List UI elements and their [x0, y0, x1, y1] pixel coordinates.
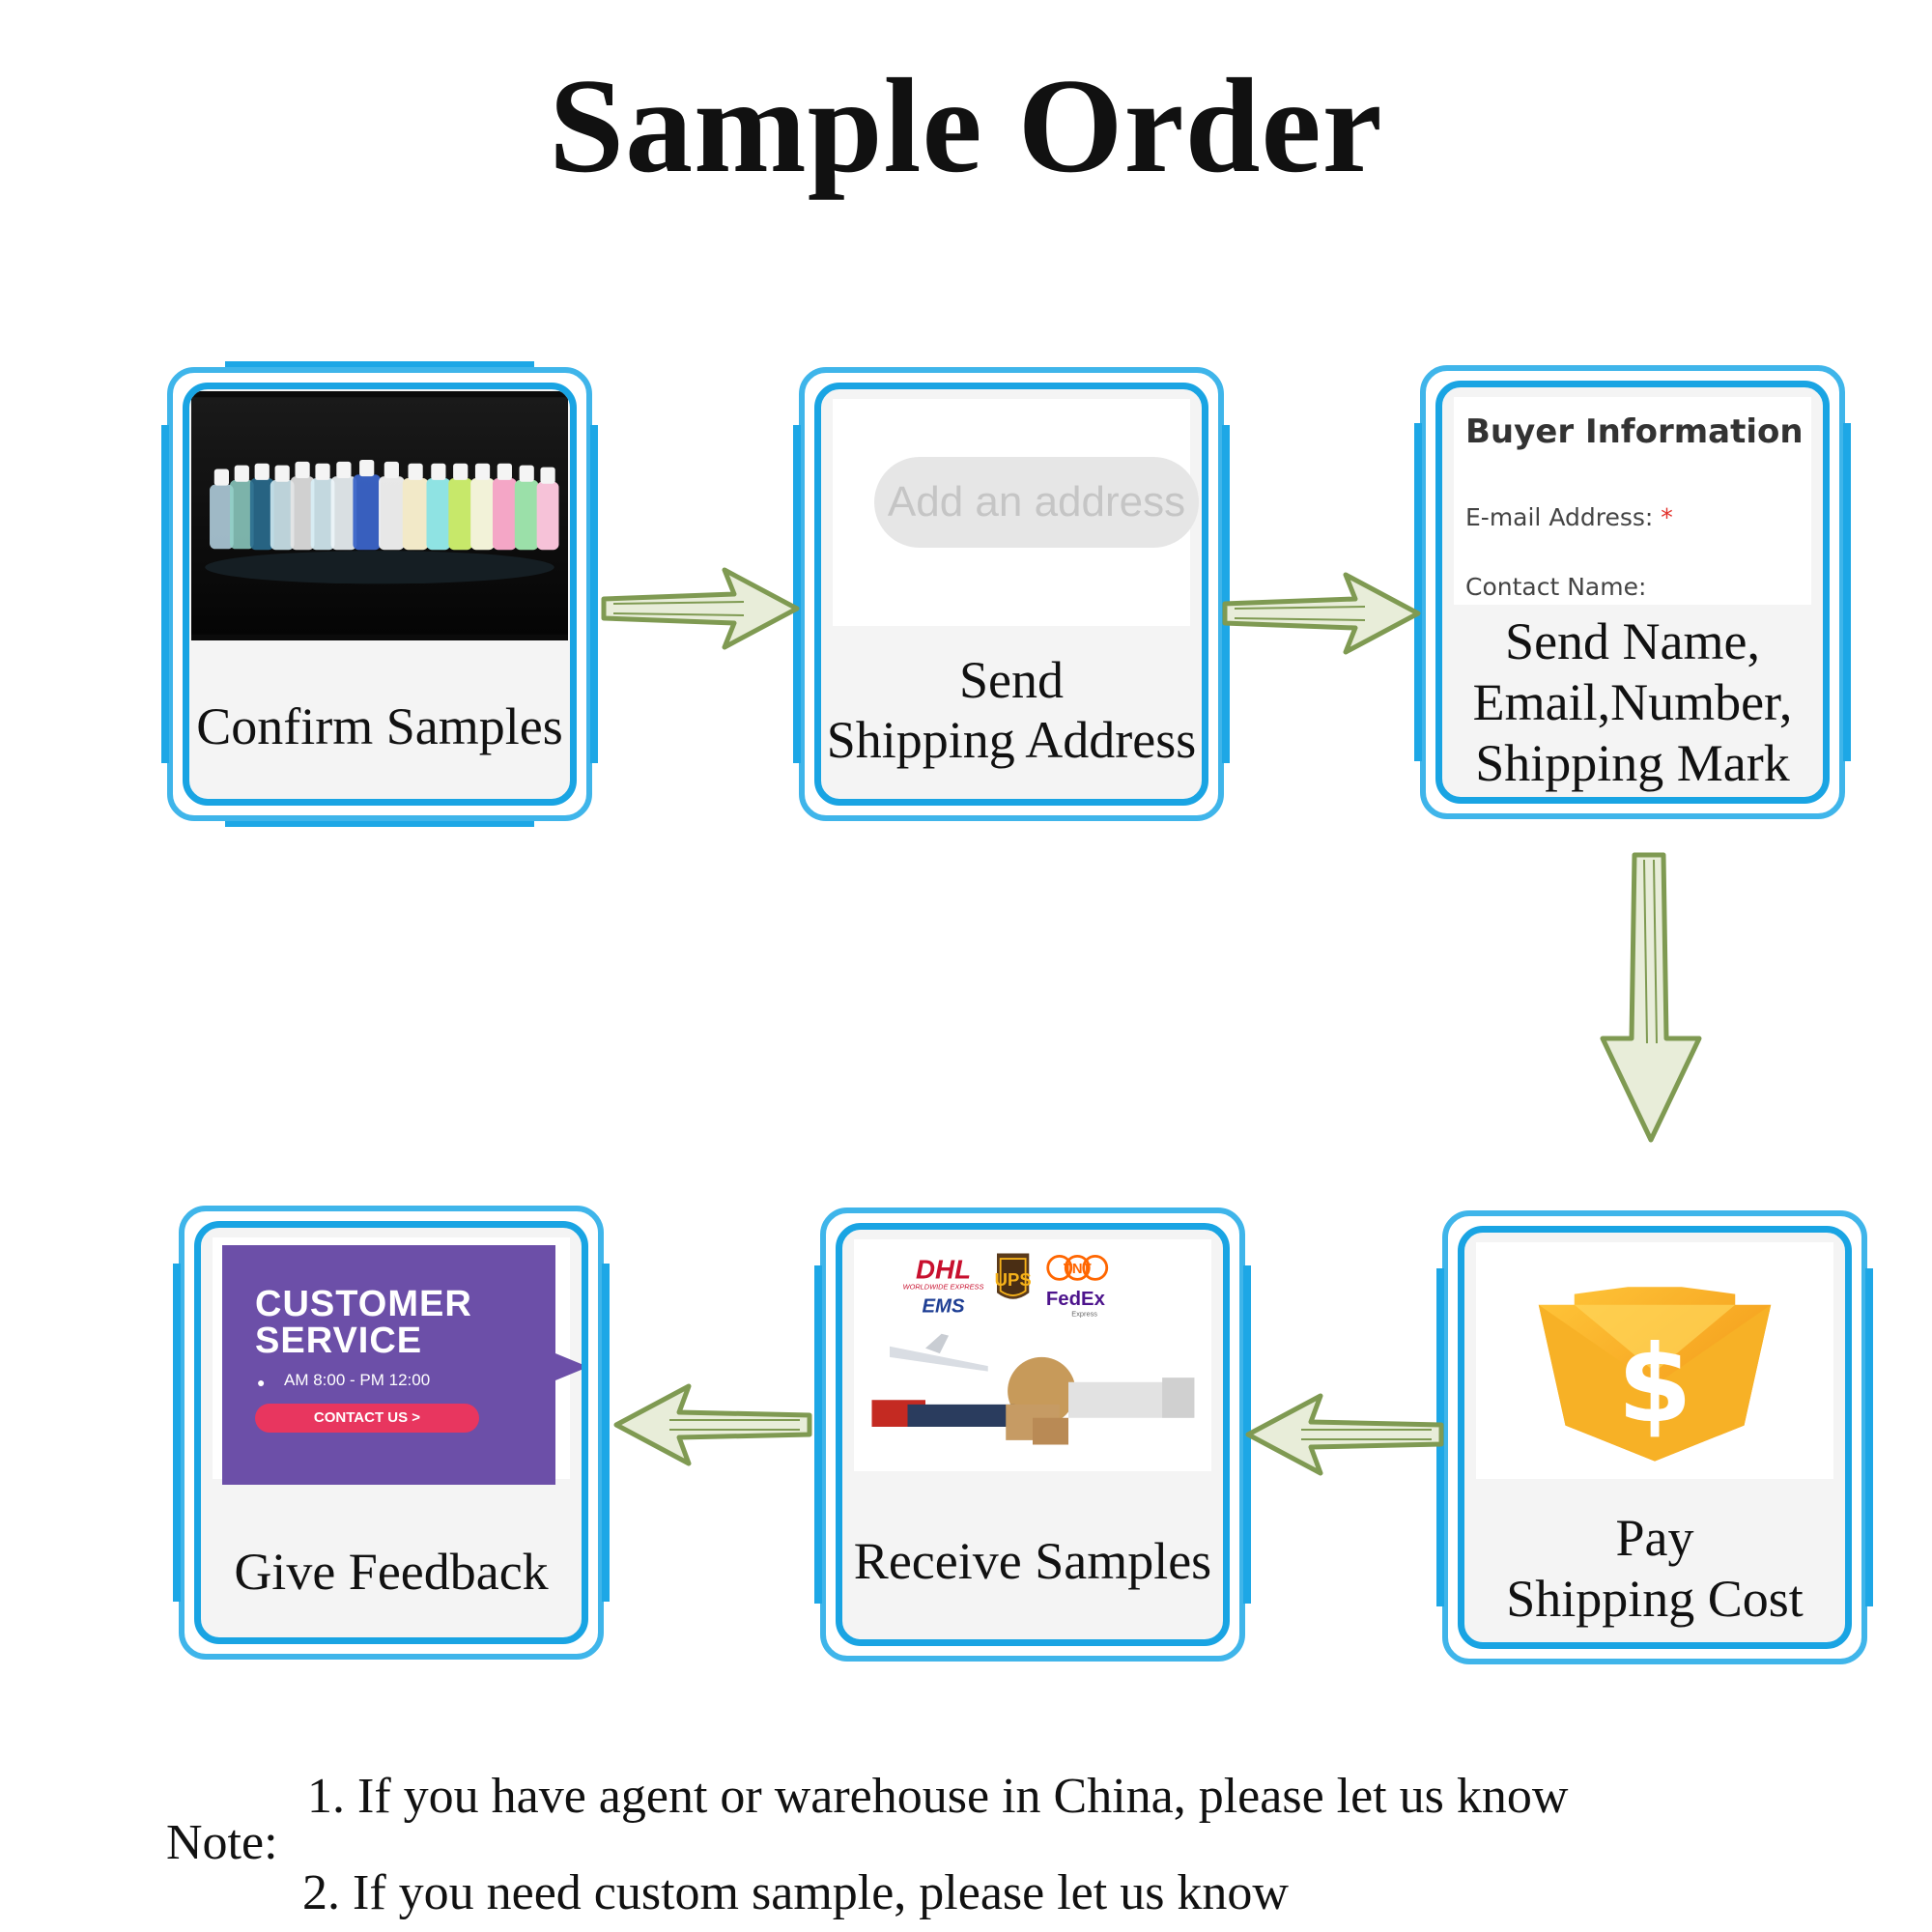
- step-label-line-1: Send Name,: [1505, 612, 1760, 670]
- step-card-confirm-samples: Confirm Samples: [161, 361, 598, 827]
- note-item-1: 1. If you have agent or warehouse in Chi…: [307, 1769, 1569, 1824]
- step-card-give-feedback: CUSTOMER SERVICE ● AM 8:00 - PM 12:00 CO…: [173, 1206, 610, 1660]
- buyer-information-form: Buyer Information E-mail Address: * Cont…: [1454, 397, 1811, 605]
- add-address-button[interactable]: Add an address: [874, 457, 1199, 548]
- step-label: Confirm Samples: [196, 697, 563, 755]
- step-card-send-name-email: Buyer Information E-mail Address: * Cont…: [1414, 365, 1851, 819]
- banner-title-line-2: SERVICE: [255, 1321, 423, 1361]
- banner-pointer: [555, 1353, 582, 1380]
- email-field-label: E-mail Address: *: [1465, 503, 1673, 531]
- contact-name-label: Contact Name:: [1465, 573, 1647, 601]
- step-label-line-2: Shipping Cost: [1506, 1570, 1804, 1628]
- contact-us-button[interactable]: CONTACT US >: [255, 1404, 479, 1433]
- step-card-send-shipping-address: Add an address Send Shipping Address: [793, 367, 1230, 821]
- banner-hours: AM 8:00 - PM 12:00: [284, 1371, 431, 1389]
- step-label-line-2: Shipping Address: [826, 711, 1197, 769]
- step-label: Give Feedback: [234, 1543, 549, 1601]
- arrow-down: [1600, 852, 1702, 1143]
- arrow-left-1: [1245, 1393, 1444, 1476]
- svg-text:UPS: UPS: [995, 1269, 1032, 1290]
- step-label: Receive Samples: [853, 1532, 1212, 1590]
- svg-text:EMS: EMS: [922, 1296, 965, 1318]
- step-card-pay-shipping-cost: $ Pay Shipping Cost: [1436, 1210, 1873, 1664]
- clock-icon: ●: [257, 1375, 266, 1390]
- logistics-carriers-image: DHL WORLDWIDE EXPRESS UPS TNT EMS FedEx …: [854, 1239, 1211, 1471]
- svg-text:$: $: [1617, 1322, 1691, 1447]
- svg-text:WORLDWIDE EXPRESS: WORLDWIDE EXPRESS: [903, 1283, 984, 1292]
- note-item-2: 2. If you need custom sample, please let…: [302, 1865, 1289, 1920]
- svg-text:DHL: DHL: [916, 1254, 971, 1284]
- arrow-left-2: [613, 1383, 812, 1466]
- step-card-receive-samples: DHL WORLDWIDE EXPRESS UPS TNT EMS FedEx …: [814, 1208, 1251, 1662]
- step-label-line-3: Shipping Mark: [1475, 734, 1790, 792]
- step-label-line-1: Pay: [1615, 1509, 1694, 1567]
- svg-text:TNT: TNT: [1064, 1262, 1092, 1277]
- banner-title-line-1: CUSTOMER: [255, 1284, 472, 1324]
- dollar-shield-icon: $: [1538, 1287, 1772, 1462]
- customer-service-banner: CUSTOMER SERVICE ● AM 8:00 - PM 12:00 CO…: [222, 1245, 555, 1485]
- form-heading: Buyer Information: [1465, 412, 1804, 451]
- arrow-right-2: [1222, 572, 1421, 655]
- customer-service-banner-area: CUSTOMER SERVICE ● AM 8:00 - PM 12:00 CO…: [213, 1237, 582, 1485]
- step-label-line-1: Send: [959, 651, 1064, 709]
- payment-image: $: [1476, 1242, 1833, 1479]
- note-label: Note:: [166, 1815, 278, 1870]
- required-mark: *: [1661, 503, 1673, 531]
- step-label-line-2: Email,Number,: [1472, 673, 1793, 731]
- svg-text:FedEx: FedEx: [1046, 1289, 1106, 1310]
- page-title: Sample Order: [549, 51, 1383, 201]
- add-address-image: Add an address: [833, 399, 1199, 626]
- arrow-right-1: [601, 567, 800, 650]
- sample-bottles-image: [191, 391, 568, 640]
- svg-text:Express: Express: [1071, 1309, 1097, 1318]
